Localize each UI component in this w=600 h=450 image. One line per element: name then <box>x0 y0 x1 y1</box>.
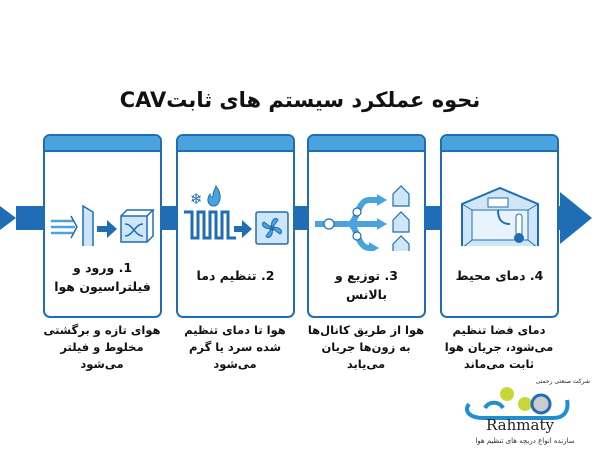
company-name: شرکت صنعتی رحمتی <box>535 378 590 385</box>
step-label: 4. دمای محیط <box>455 268 544 283</box>
brand-tagline: سازنده انواع دریچه های تنظیم هوا <box>475 437 575 445</box>
room-icons <box>461 186 539 246</box>
air-flow-icon <box>51 215 78 239</box>
diffuser-icon <box>487 197 509 208</box>
coil-icon <box>184 210 236 240</box>
step-label: 1. ورود و فیلتراسیون هوا <box>54 260 151 294</box>
air-arrow-icon <box>497 209 511 225</box>
arrow-head-icon <box>560 192 592 244</box>
distribution-icons <box>315 185 410 251</box>
card-header <box>442 136 557 152</box>
step-label: 3. توزیع و بالانس <box>335 268 398 302</box>
filter-icon <box>82 204 94 246</box>
step-card-2: ❄ 2. تنظیم دما <box>176 134 295 318</box>
step-description: هوای تازه و برگشتی مخلوط و فیلتر می‌شود <box>43 323 161 371</box>
page-title: نحوه عملکرد سیستم های ثابتCAV <box>119 88 481 112</box>
step-card-1: 1. ورود و فیلتراسیون هوا <box>43 134 162 318</box>
card-header <box>309 136 424 152</box>
arrow-tail <box>0 206 16 230</box>
mixing-box-icon <box>120 209 155 243</box>
temperature-icons: ❄ <box>184 184 289 245</box>
step-card-3: 3. توزیع و بالانس <box>307 134 426 318</box>
arrow-icon <box>97 220 117 238</box>
thermometer-icon <box>514 213 524 243</box>
step-description: هوا تا دمای تنظیم شده سرد یا گرم می‌شود <box>184 323 286 371</box>
card-header <box>45 136 160 152</box>
zone-house-icon <box>392 185 410 251</box>
card-header <box>178 136 293 152</box>
step-description: دمای فضا تنظیم می‌شود، جریان هوا ثابت می… <box>444 323 554 371</box>
filtration-icons <box>51 204 155 246</box>
step-description: هوا از طریق کانال‌ها به زون‌ها جریان می‌… <box>307 323 425 371</box>
arrow-icon <box>234 220 252 238</box>
flame-icon <box>207 184 221 207</box>
damper-icon <box>323 207 362 241</box>
fan-icon <box>255 211 289 245</box>
step-card-4: 4. دمای محیط <box>440 134 559 318</box>
snowflake-icon: ❄ <box>190 190 203 208</box>
brand-name: Rahmaty <box>486 416 554 434</box>
step-label: 2. تنظیم دما <box>196 268 275 283</box>
company-logo <box>464 387 570 420</box>
